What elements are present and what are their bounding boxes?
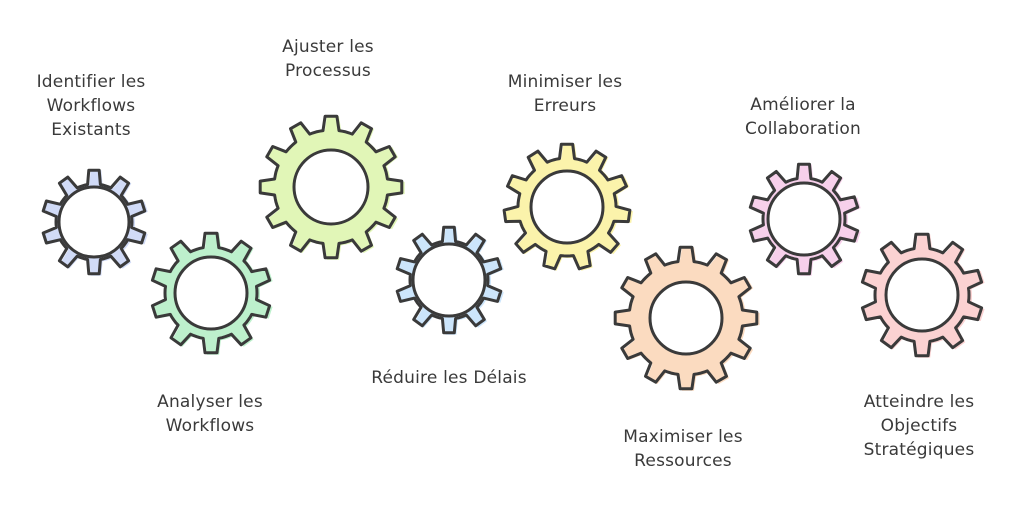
gear-outline xyxy=(41,168,147,276)
gear-hole xyxy=(292,148,370,226)
gear-maximiser-ressources xyxy=(613,245,760,391)
gear-outline xyxy=(150,231,272,355)
gear-ajuster-processus xyxy=(258,114,405,260)
gear-hole xyxy=(57,185,131,259)
gear-hole xyxy=(884,257,960,333)
gear-outline xyxy=(613,245,759,391)
gear-outline xyxy=(860,232,984,358)
gear-outline xyxy=(395,225,503,335)
gear-ameliorer-collaboration xyxy=(748,162,861,276)
gear-reduire-delais xyxy=(395,225,504,335)
gear-outline xyxy=(258,114,404,260)
gear-analyser-workflows xyxy=(150,231,273,355)
gear-atteindre-objectifs xyxy=(860,232,985,358)
label-reduire-delais: Réduire les Délais xyxy=(371,368,527,388)
gear-identifier-workflows xyxy=(41,168,148,276)
gear-outline xyxy=(502,142,632,271)
gear-hole xyxy=(411,242,487,318)
gear-hole xyxy=(766,181,842,257)
gear-hole xyxy=(529,169,605,245)
gear-hole xyxy=(648,280,724,356)
gear-outline xyxy=(748,162,860,276)
gear-minimiser-erreurs xyxy=(502,142,633,271)
gear-hole xyxy=(173,255,249,331)
